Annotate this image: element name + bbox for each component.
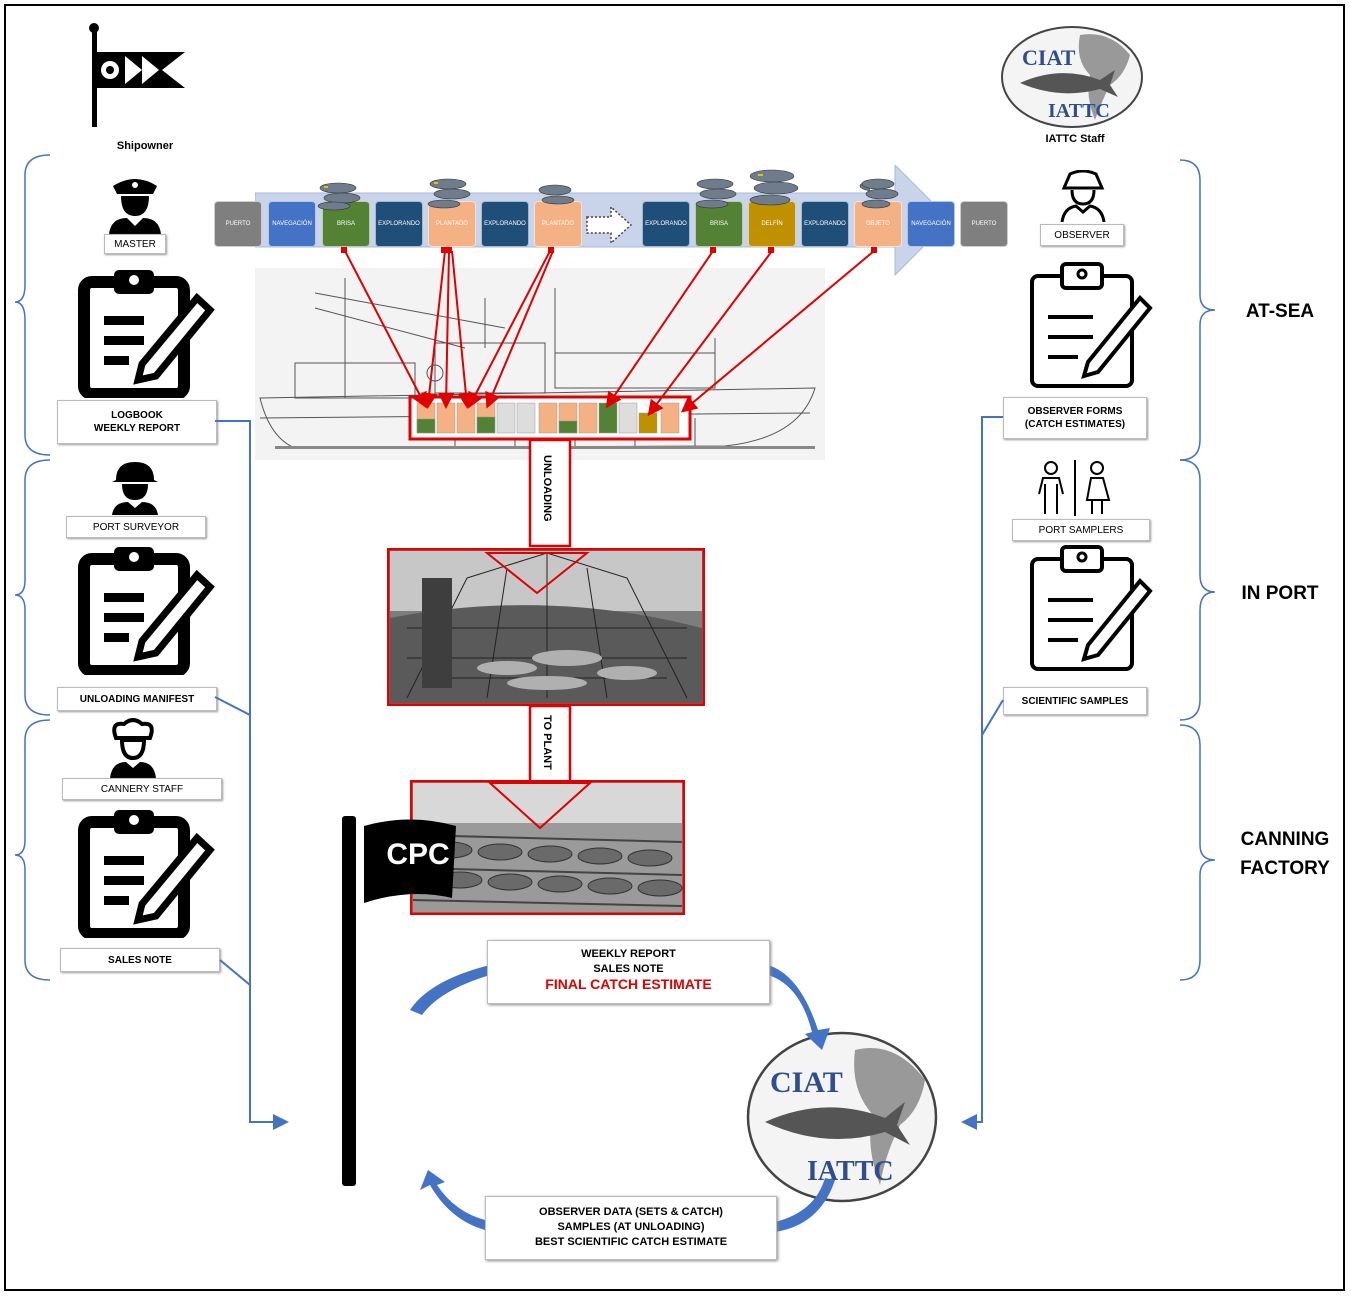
observer-forms-label: OBSERVER FORMS (CATCH ESTIMATES) bbox=[1003, 397, 1147, 439]
right-braces bbox=[1180, 159, 1216, 981]
stage-in-port: IN PORT bbox=[1241, 583, 1319, 604]
dashed-arrow-icon bbox=[586, 205, 633, 245]
cannery-staff-icon bbox=[110, 718, 156, 778]
stage-at-sea: AT-SEA bbox=[1245, 301, 1315, 322]
observer-label: OBSERVER bbox=[1040, 224, 1124, 246]
activity-objeto: OBJETO bbox=[854, 201, 902, 247]
tuna-cluster-objeto bbox=[861, 178, 899, 209]
port-surveyor-label: PORT SURVEYOR bbox=[66, 516, 206, 538]
activity-puerto: PUERTO bbox=[214, 201, 262, 247]
activity-explorando: EXPLORANDO bbox=[375, 201, 423, 247]
logo-large-bottom-text: IATTC bbox=[807, 1156, 894, 1187]
activity-explorando: EXPLORANDO bbox=[642, 201, 690, 247]
summary-bottom-line3: BEST SCIENTIFIC CATCH ESTIMATE bbox=[534, 1236, 728, 1248]
logbook-text: LOGBOOK bbox=[111, 410, 163, 421]
catch-estimates-text: (CATCH ESTIMATES) bbox=[1024, 419, 1126, 430]
master-icon bbox=[109, 179, 161, 234]
shipowner-label: Shipowner bbox=[116, 140, 174, 152]
cpc-label: CPC bbox=[386, 838, 450, 871]
summary-top-line1: WEEKLY REPORT bbox=[581, 948, 676, 960]
logbook-clipboard-icon bbox=[78, 270, 215, 398]
activity-delfín: DELFÍN bbox=[748, 201, 796, 247]
activity-plantado: PLANTADO bbox=[534, 201, 582, 247]
activity-explorando: EXPLORANDO bbox=[801, 201, 849, 247]
activity-explorando: EXPLORANDO bbox=[481, 201, 529, 247]
summary-top: WEEKLY REPORT SALES NOTE FINAL CATCH EST… bbox=[487, 940, 770, 1004]
unloading-manifest-label: UNLOADING MANIFEST bbox=[57, 687, 217, 711]
iattc-logo-small: CIAT IATTC bbox=[1001, 26, 1143, 128]
summary-top-line2: SALES NOTE bbox=[593, 963, 664, 975]
cannery-photo bbox=[410, 780, 685, 915]
summary-top-line3: FINAL CATCH ESTIMATE bbox=[545, 976, 712, 992]
outer-frame bbox=[4, 4, 1345, 1291]
activity-navegación: NAVEGACIÓN bbox=[268, 201, 316, 247]
to-plant-label: TO PLANT bbox=[541, 715, 553, 770]
weekly-report-text: WEEKLY REPORT bbox=[93, 423, 181, 434]
tuna-clusters bbox=[317, 169, 870, 211]
sales-clipboard-icon bbox=[78, 810, 215, 938]
observer-forms-text: OBSERVER FORMS bbox=[1027, 406, 1123, 417]
cannery-staff-label: CANNERY STAFF bbox=[62, 778, 222, 800]
logo-large-top-text: CIAT bbox=[770, 1066, 843, 1099]
scientific-samples-clipboard-icon bbox=[1030, 545, 1153, 671]
summary-bottom-line1: OBSERVER DATA (SETS & CATCH) bbox=[539, 1206, 723, 1218]
summary-bottom: OBSERVER DATA (SETS & CATCH) SAMPLES (AT… bbox=[485, 1196, 777, 1260]
stage-canning-line2: FACTORY bbox=[1240, 858, 1330, 879]
port-samplers-label: PORT SAMPLERS bbox=[1012, 519, 1150, 541]
shipowner-flag-icon bbox=[89, 23, 185, 127]
observer-icon bbox=[1060, 170, 1106, 222]
observer-forms-clipboard-icon bbox=[1030, 262, 1153, 388]
port-samplers-icon bbox=[1038, 460, 1111, 516]
activity-navegación: NAVEGACIÓN bbox=[907, 201, 955, 247]
left-braces bbox=[15, 154, 51, 981]
stage-canning-line1: CANNING bbox=[1240, 829, 1330, 850]
manifest-clipboard-icon bbox=[78, 547, 215, 675]
master-label: MASTER bbox=[104, 234, 166, 254]
unloading-photo bbox=[387, 548, 705, 706]
activity-brisa: BRISA bbox=[695, 201, 743, 247]
logo-top-text: CIAT bbox=[1022, 45, 1076, 70]
port-surveyor-icon bbox=[112, 462, 158, 515]
sales-note-label: SALES NOTE bbox=[60, 948, 220, 972]
cpc-flag-icon bbox=[342, 816, 456, 1186]
summary-bottom-line2: SAMPLES (AT UNLOADING) bbox=[557, 1221, 705, 1233]
logbook-weekly-label: LOGBOOK WEEKLY REPORT bbox=[57, 400, 217, 444]
unloading-arrow bbox=[528, 438, 572, 548]
logo-bottom-text: IATTC bbox=[1048, 100, 1110, 122]
unloading-label: UNLOADING bbox=[541, 455, 553, 522]
iattc-logo-large: CIAT IATTC bbox=[746, 1031, 938, 1203]
activity-puerto: PUERTO bbox=[960, 201, 1008, 247]
scientific-samples-label: SCIENTIFIC SAMPLES bbox=[1003, 687, 1147, 715]
iattc-staff-label: IATTC Staff bbox=[1045, 133, 1105, 145]
